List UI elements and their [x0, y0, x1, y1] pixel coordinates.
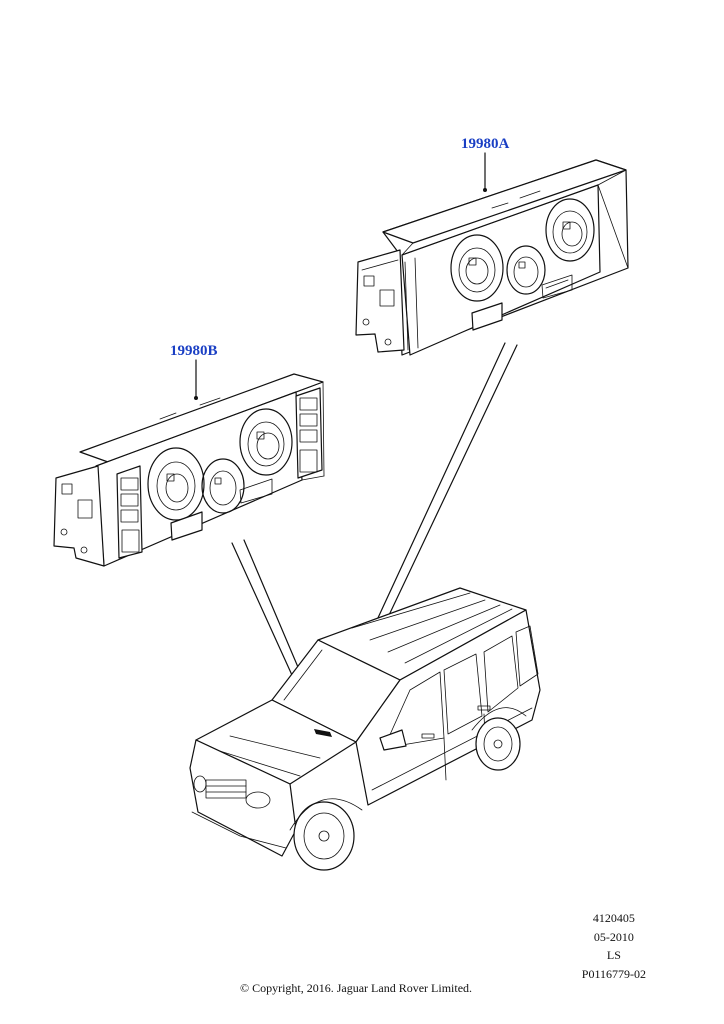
knob-left-b-icon[interactable] — [147, 447, 205, 521]
knob-left-a-icon[interactable] — [450, 234, 504, 302]
callout-19980a[interactable]: 19980A — [461, 136, 510, 152]
button-column-right-b[interactable] — [295, 387, 323, 479]
reference-block: 4120405 05-2010 LS P0116779-02 — [582, 909, 646, 983]
control-panel-b[interactable] — [53, 373, 325, 567]
knob-right-b-icon[interactable] — [239, 408, 293, 476]
knob-right-a-icon[interactable] — [545, 198, 595, 262]
ref-date: 05-2010 — [593, 929, 634, 944]
control-panel-a[interactable] — [355, 159, 629, 356]
ref-code: LS — [606, 948, 621, 962]
switch-module-b[interactable] — [170, 511, 203, 541]
knob-center-a-icon[interactable] — [506, 245, 546, 295]
ref-illustration-id: P0116779-02 — [581, 966, 646, 981]
copyright-text: © Copyright, 2016. Jaguar Land Rover Lim… — [239, 981, 473, 995]
callout-19980b[interactable]: 19980B — [170, 343, 218, 359]
button-column-left-b[interactable] — [116, 465, 143, 559]
switch-module-a[interactable] — [471, 302, 503, 331]
vehicle-illustration — [189, 587, 541, 871]
ref-number: 4120405 — [592, 911, 635, 925]
knob-center-b-icon[interactable] — [201, 458, 245, 514]
